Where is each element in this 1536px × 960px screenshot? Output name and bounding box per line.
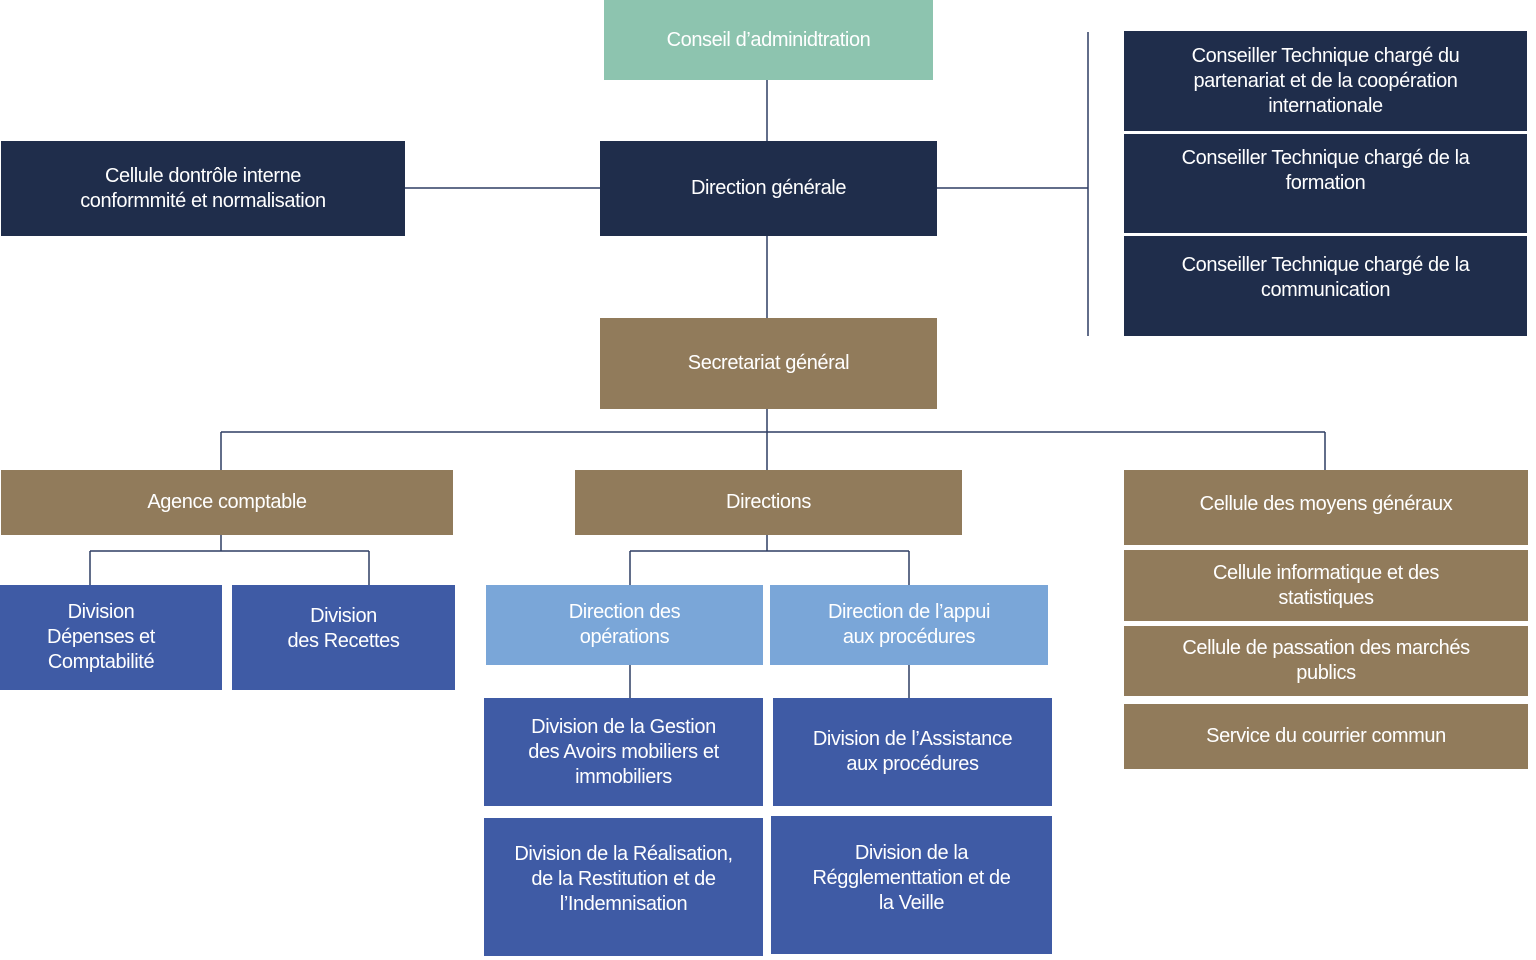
advisor-box: Conseiller Technique chargé de la format… — [1124, 134, 1527, 233]
agence-comptable-label: Agence comptable — [147, 491, 307, 513]
direction-operations-label: Direction des opérations — [568, 601, 681, 648]
division-assistance-box: Division de l’Assistance aux procédures — [773, 698, 1052, 806]
direction-generale-label: Direction générale — [690, 177, 847, 199]
direction-operations-box: Direction des opérations — [486, 585, 763, 665]
direction-appui-label: Direction de l’appui aux procédures — [827, 601, 991, 648]
cellule-moyens-label: Cellule des moyens généraux — [1199, 493, 1453, 515]
directions-box: Directions — [575, 470, 962, 535]
division-realisation-box: Division de la Réalisation, de la Restit… — [484, 818, 763, 956]
division-reglementation-box: Division de la Régglementtation et de la… — [771, 816, 1052, 954]
advisor-label: Conseiller Technique chargé de la format… — [1181, 146, 1470, 194]
division-reglementation-label: Division de la Régglementtation et de la… — [812, 841, 1011, 914]
board-box: Conseil d’adminidtration — [604, 0, 933, 80]
cellule-controle-label: Cellule dontrôle interne conformmité et … — [80, 164, 326, 212]
division-gestion-box: Division de la Gestion des Avoirs mobili… — [484, 698, 763, 806]
advisor-label: Conseiller Technique chargé du partenari… — [1191, 44, 1460, 117]
advisor-box: Conseiller Technique chargé de la commun… — [1124, 236, 1527, 336]
advisor-label: Conseiller Technique chargé de la commun… — [1181, 254, 1470, 301]
cellule-moyens-box: Cellule des moyens généraux — [1124, 470, 1528, 545]
division-label: Division Dépenses et Comptabilité — [47, 601, 155, 673]
division-box: Division des Recettes — [232, 585, 455, 690]
direction-appui-box: Direction de l’appui aux procédures — [770, 585, 1048, 665]
secretariat-label: Secretariat général — [687, 352, 850, 374]
cellule-controle-box: Cellule dontrôle interne conformmité et … — [1, 141, 405, 236]
division-label: Division des Recettes — [287, 604, 400, 652]
board-label: Conseil d’adminidtration — [666, 28, 871, 51]
cellule-right-box: Service du courrier commun — [1124, 704, 1528, 769]
division-assistance-label: Division de l’Assistance aux procédures — [812, 728, 1013, 775]
secretariat-box: Secretariat général — [600, 318, 937, 409]
cellule-right-box: Cellule de passation des marchés publics — [1124, 626, 1528, 696]
division-box: Division Dépenses et Comptabilité — [0, 585, 222, 690]
agence-comptable-box: Agence comptable — [1, 470, 453, 535]
cellule-right-label: Service du courrier commun — [1206, 725, 1446, 747]
division-realisation-label: Division de la Réalisation, de la Restit… — [514, 842, 733, 915]
direction-generale-box: Direction générale — [600, 141, 937, 236]
division-gestion-label: Division de la Gestion des Avoirs mobili… — [528, 715, 719, 788]
cellule-right-label: Cellule de passation des marchés publics — [1182, 637, 1470, 684]
cellule-right-box: Cellule informatique et des statistiques — [1124, 550, 1528, 621]
cellule-right-label: Cellule informatique et des statistiques — [1213, 561, 1439, 609]
directions-label: Directions — [726, 491, 811, 513]
advisor-box: Conseiller Technique chargé du partenari… — [1124, 31, 1527, 131]
